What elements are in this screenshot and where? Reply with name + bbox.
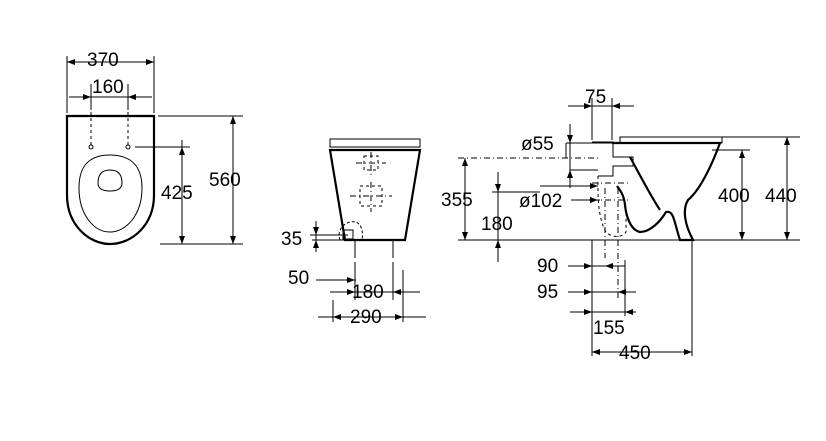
dim-inlet-diameter: ø55: [521, 134, 554, 155]
dim-total-spacing: 290: [350, 307, 382, 328]
dim-overall-projection: 450: [619, 343, 651, 364]
top-view-outlet: [97, 169, 123, 192]
dim-inlet-height: 355: [441, 190, 473, 211]
dim-depth-to-fixings: 425: [161, 183, 193, 204]
dim-overall-depth: 560: [209, 170, 241, 191]
dim-floor-to-fixing: 35: [281, 229, 302, 250]
top-view-seat: [78, 154, 143, 233]
side-view-outlet: [597, 176, 627, 237]
dim-outlet-distance-1: 90: [537, 256, 558, 277]
dim-overall-width: 370: [87, 50, 119, 71]
dim-bowl-height: 400: [718, 186, 750, 207]
dim-fixing-offset: 50: [288, 268, 309, 289]
rear-view-body: [328, 148, 422, 242]
side-view-seat: [619, 136, 723, 144]
side-view-inlet: [592, 141, 634, 177]
dim-fixing-spacing-top: 160: [92, 77, 124, 98]
dim-top-offset: 75: [585, 87, 606, 108]
rear-view-inlet-marks: [350, 152, 392, 212]
top-view-outline: [65, 114, 156, 246]
dim-outlet-distance-2: 95: [537, 282, 558, 303]
rear-view-seat: [329, 138, 421, 148]
dim-overall-height: 440: [765, 186, 797, 207]
side-view-bowl: [612, 141, 722, 242]
top-view: 370 160 560 425: [65, 50, 243, 246]
dim-outlet-distance-3: 155: [593, 318, 625, 339]
side-view: 75 ø55 355 ø102 180 400: [441, 87, 800, 364]
dim-outlet-height: 180: [481, 214, 513, 235]
rear-view: 35 50 180 290: [281, 138, 426, 328]
dim-fixing-spacing-rear: 180: [352, 282, 384, 303]
dim-outlet-diameter: ø102: [519, 191, 562, 212]
